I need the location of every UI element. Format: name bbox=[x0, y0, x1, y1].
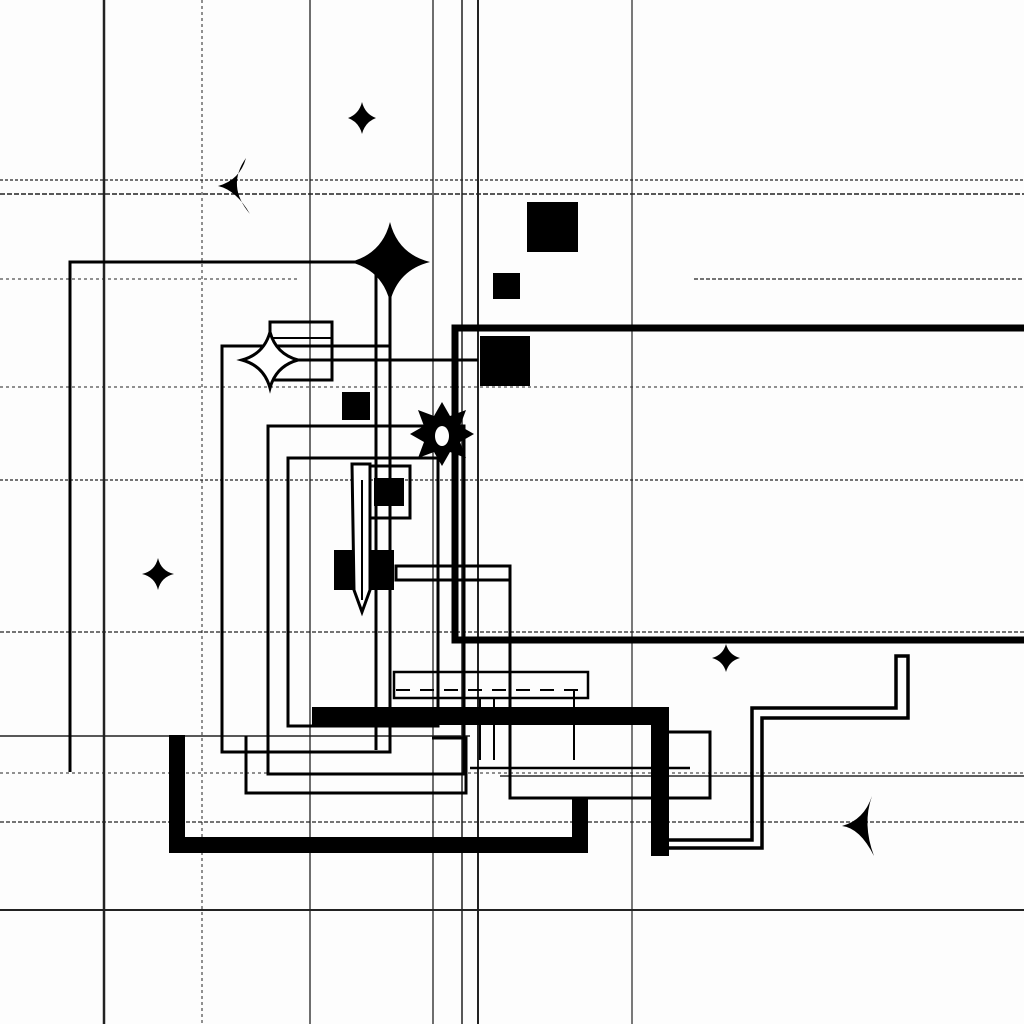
vertical-grid-lines bbox=[102, 0, 633, 1024]
thick-bottom-bracket bbox=[169, 735, 588, 853]
four-point-star-icon bbox=[236, 326, 304, 394]
square-block bbox=[480, 336, 530, 386]
square-block bbox=[374, 478, 404, 506]
four-point-star-icon bbox=[350, 222, 430, 302]
crescent-icon bbox=[842, 796, 874, 856]
four-point-star-icon bbox=[348, 102, 376, 134]
dashed-box bbox=[392, 670, 590, 700]
crescent-icon bbox=[218, 158, 250, 214]
square-block bbox=[527, 202, 578, 252]
stepped-line bbox=[668, 654, 910, 850]
gear-icon bbox=[410, 402, 474, 466]
square-block bbox=[342, 392, 370, 420]
four-point-star-icon bbox=[142, 558, 174, 590]
mechanism-rail bbox=[396, 578, 712, 800]
inner-frame-c bbox=[286, 456, 440, 728]
inner-frame-b bbox=[266, 424, 466, 776]
four-point-star-icon bbox=[712, 644, 740, 672]
inner-connector bbox=[244, 736, 468, 795]
large-frame-rectangle bbox=[451, 324, 1024, 644]
gear-hole bbox=[435, 426, 449, 446]
thick-top-bar bbox=[312, 707, 669, 856]
left-tall-frame bbox=[68, 260, 390, 772]
square-block bbox=[493, 273, 520, 299]
